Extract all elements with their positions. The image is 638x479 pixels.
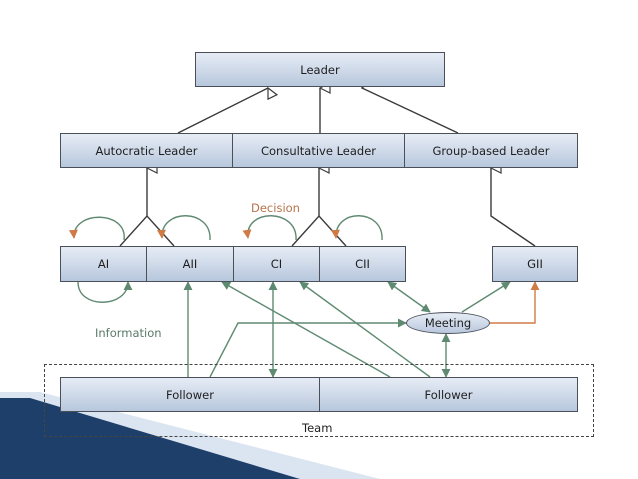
autocratic-leader-label: Autocratic Leader (95, 143, 198, 158)
ci-node: CI (233, 246, 320, 282)
gii-node: GII (492, 246, 578, 282)
aii-label: AII (182, 257, 198, 271)
meeting-label: Meeting (424, 316, 472, 330)
team-label: Team (302, 421, 333, 435)
ai-label: AI (97, 257, 110, 271)
consultative-leader-node: Consultative Leader (232, 133, 405, 168)
meeting-node: Meeting (406, 312, 490, 334)
meeting-decision-arrow (490, 281, 540, 324)
follower-label-right: Follower (424, 387, 473, 402)
consultative-leader-label: Consultative Leader (260, 143, 377, 158)
decision-annotation: Decision (251, 201, 300, 215)
follower-node-right: Follower (319, 377, 578, 412)
information-arrows (183, 281, 511, 378)
group-based-leader-label: Group-based Leader (432, 143, 550, 158)
ai-node: AI (60, 246, 147, 282)
follower-label-left: Follower (166, 387, 214, 402)
cii-label: CII (355, 257, 370, 271)
autocratic-leader-node: Autocratic Leader (60, 133, 233, 168)
decision-loops (68, 215, 383, 303)
information-annotation: Information (95, 326, 162, 340)
gii-label: GII (527, 257, 543, 271)
ci-label: CI (270, 257, 283, 271)
follower-node-left: Follower (60, 377, 320, 412)
aii-node: AII (146, 246, 234, 282)
team-frame (44, 364, 594, 437)
leader-label: Leader (300, 62, 340, 77)
leader-node: Leader (195, 52, 445, 87)
group-based-leader-node: Group-based Leader (404, 133, 578, 168)
cii-node: CII (319, 246, 406, 282)
